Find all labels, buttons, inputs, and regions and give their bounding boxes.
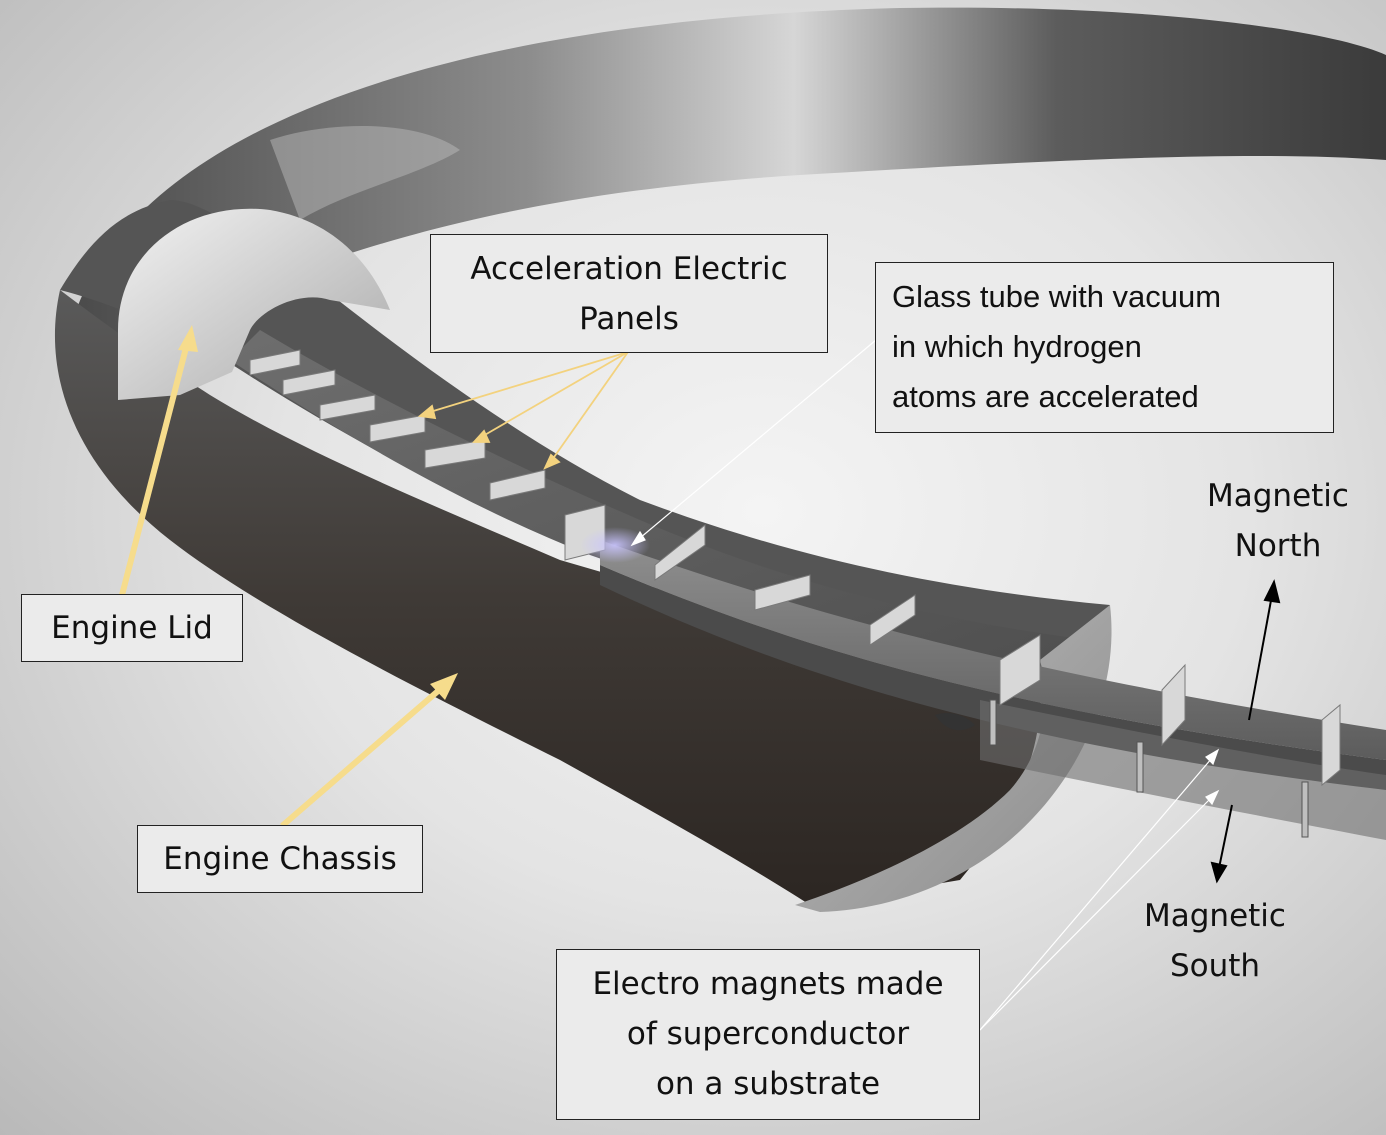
engine-chassis-body (54, 200, 1110, 905)
magnetic-south-arrow (1210, 804, 1233, 884)
glass-tube-line-3: atoms are accelerated (892, 379, 1199, 414)
engine-chassis-label: Engine Chassis (137, 825, 423, 893)
magnetic-south-line-1: Magnetic (1144, 898, 1286, 934)
engine-lid-text: Engine Lid (51, 610, 213, 646)
engine-chassis-arrow (280, 673, 458, 829)
electro-magnets-line-1: Electro magnets made (592, 966, 944, 1002)
glass-tube-line-2: in which hydrogen (892, 329, 1142, 364)
glass-tube-pointer (630, 339, 877, 547)
engine-lid-arrow (119, 325, 198, 596)
ring-back-arc (70, 7, 1386, 381)
magnetic-north-label: Magnetic North (1180, 471, 1376, 571)
magnetic-north-line-2: North (1234, 528, 1322, 564)
magnetic-south-line-2: South (1169, 948, 1261, 984)
glass-tube-glow (580, 527, 650, 563)
acceleration-panels-line-1: Acceleration Electric (470, 251, 788, 287)
magnetic-north-line-1: Magnetic (1207, 478, 1349, 514)
electro-magnets-line-2: of superconductor (626, 1016, 910, 1052)
magnetic-north-arrow (1248, 579, 1281, 721)
engine-lid-label: Engine Lid (21, 594, 243, 662)
electromagnet-pointers (979, 748, 1220, 1031)
glass-tube-line-1: Glass tube with vacuum (892, 279, 1222, 314)
electro-magnets-line-3: on a substrate (655, 1066, 881, 1102)
acceleration-panels-line-2: Panels (579, 301, 679, 337)
glass-tube-label: Glass tube with vacuum in which hydrogen… (875, 262, 1334, 433)
magnetic-south-label: Magnetic South (1117, 891, 1313, 991)
acceleration-panels-label: Acceleration Electric Panels (430, 234, 828, 353)
magnet-rail (600, 540, 1386, 840)
panel-pointer-lines (417, 351, 629, 470)
acceleration-panels (249, 349, 1341, 787)
electro-magnets-label: Electro magnets made of superconductor o… (556, 949, 980, 1120)
tube-opening (935, 713, 975, 731)
engine-chassis-text: Engine Chassis (163, 841, 397, 877)
magnet-fins (989, 699, 1309, 838)
